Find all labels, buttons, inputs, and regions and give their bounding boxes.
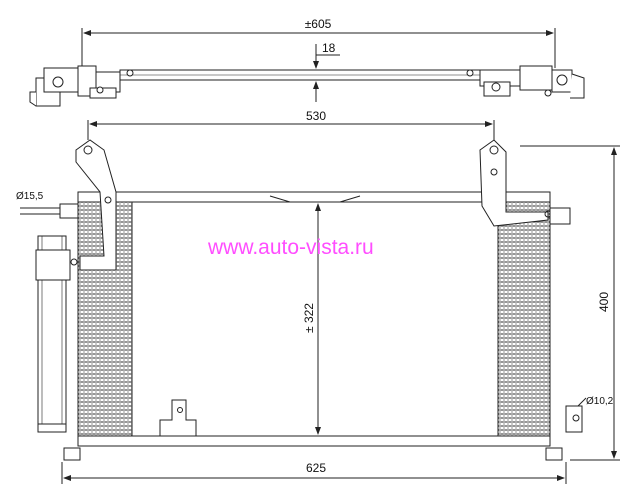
top-left-bracket bbox=[29, 65, 134, 107]
right-mounting-bracket bbox=[479, 139, 549, 227]
top-right-bracket bbox=[466, 65, 585, 99]
inlet-diameter-label: Ø15,5 bbox=[16, 191, 44, 202]
bottom-width-label: 625 bbox=[306, 461, 326, 475]
front-view bbox=[20, 120, 620, 484]
top-view bbox=[29, 28, 585, 107]
depth-label: 18 bbox=[322, 41, 336, 55]
inlet-fitting bbox=[59, 203, 79, 219]
right-foot bbox=[545, 447, 563, 461]
watermark-text: www.auto-vista.ru bbox=[207, 236, 374, 259]
outlet-diameter-label: Ø10,2 bbox=[586, 396, 614, 407]
overall-width-label: ±605 bbox=[305, 17, 332, 31]
total-height-label: 400 bbox=[597, 292, 611, 312]
right-fin-core bbox=[497, 201, 551, 437]
outlet-fitting bbox=[565, 405, 583, 433]
bottom-center-bracket bbox=[159, 399, 197, 437]
core-height-label: ± 322 bbox=[302, 303, 316, 333]
left-foot bbox=[63, 447, 81, 461]
bracket-spacing-label: 530 bbox=[306, 109, 326, 123]
bottom-header bbox=[77, 435, 551, 447]
left-mounting-bracket bbox=[75, 139, 117, 271]
